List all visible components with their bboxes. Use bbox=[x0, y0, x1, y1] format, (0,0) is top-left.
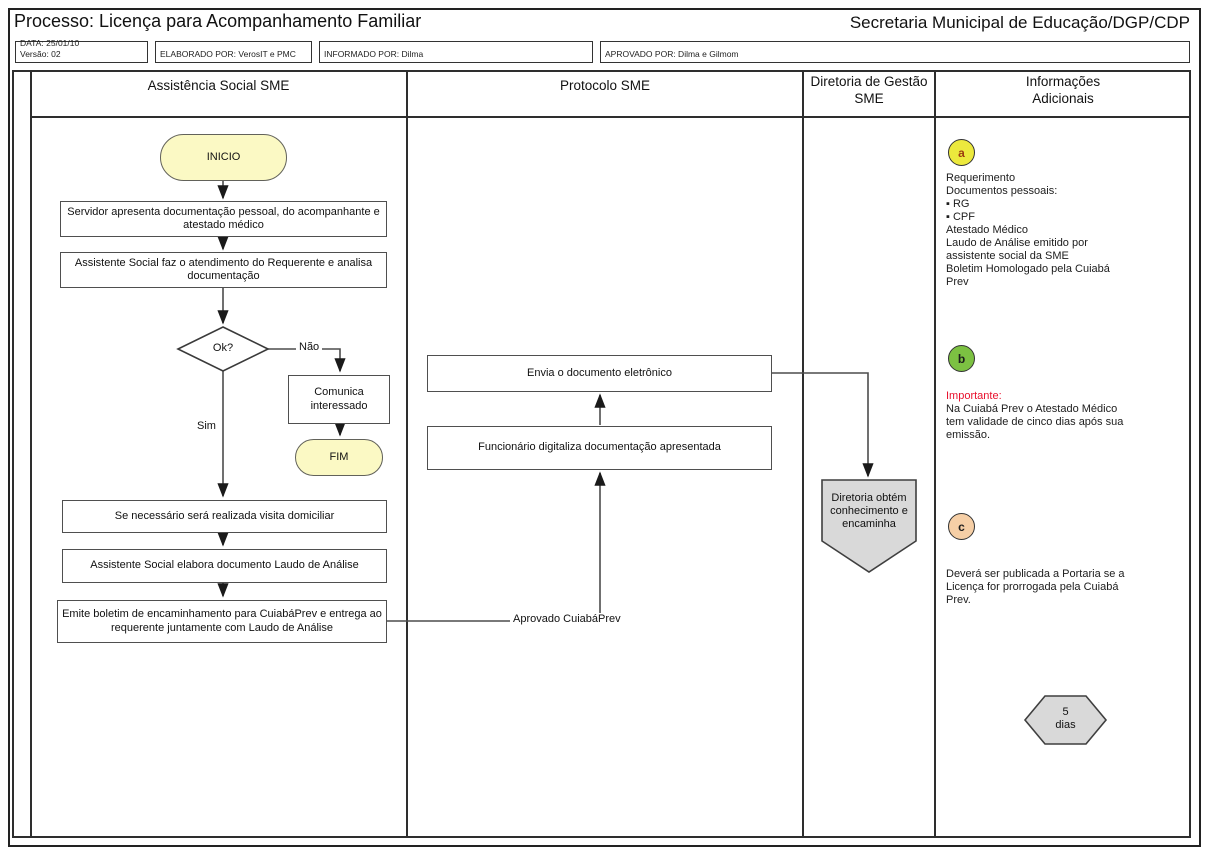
decision-label: Ok? bbox=[212, 342, 234, 354]
lane-divider-3 bbox=[934, 70, 936, 838]
step-comunica: Comunica interessado bbox=[288, 375, 390, 424]
end-node: FIM bbox=[295, 439, 383, 476]
meta-date: DATA: 25/01/10 bbox=[20, 38, 80, 48]
step-laudo: Assistente Social elabora documento Laud… bbox=[62, 549, 387, 583]
step-diretoria: Diretoria obtém conhecimento e encaminha bbox=[830, 492, 908, 530]
edge-label-aprovado: Aprovado CuiabáPrev bbox=[510, 613, 624, 625]
start-node: INICIO bbox=[160, 134, 287, 181]
prazo-hexagon-text: 5 dias bbox=[1055, 706, 1076, 731]
outer-frame bbox=[8, 8, 1201, 847]
lane-header-protocolo: Protocolo SME bbox=[559, 78, 651, 93]
annotation-b-title: Importante: bbox=[946, 390, 1002, 402]
meta-elaborated-box: ELABORADO POR: VerosIT e PMC bbox=[155, 41, 312, 63]
step-digitaliza: Funcionário digitaliza documentação apre… bbox=[427, 426, 772, 470]
step-visita: Se necessário será realizada visita domi… bbox=[62, 500, 387, 533]
annotation-b-text: Na Cuiabá Prev o Atestado Médico tem val… bbox=[946, 403, 1124, 441]
step-envia: Envia o documento eletrônico bbox=[427, 355, 772, 392]
annotation-c-text: Deverá ser publicada a Portaria se a Lic… bbox=[946, 568, 1125, 606]
org-title: Secretaria Municipal de Educação/DGP/CDP bbox=[849, 13, 1190, 32]
page-title: Processo: Licença para Acompanhamento Fa… bbox=[14, 11, 422, 31]
meta-date-version-box: DATA: 25/01/10 Versão: 02 bbox=[15, 38, 148, 63]
annotation-marker-a: a bbox=[948, 139, 975, 166]
annotation-marker-c: c bbox=[948, 513, 975, 540]
left-margin-strip bbox=[12, 70, 32, 838]
meta-version: Versão: 02 bbox=[20, 49, 61, 59]
lane-header-diretoria: Diretoria de Gestão SME bbox=[810, 74, 928, 106]
lane-divider-2 bbox=[802, 70, 804, 838]
step-atendimento: Assistente Social faz o atendimento do R… bbox=[60, 252, 387, 288]
annotation-a-text: Requerimento Documentos pessoais: ▪ RG ▪… bbox=[946, 172, 1110, 288]
meta-informed: INFORMADO POR: Dilma bbox=[324, 49, 424, 59]
step-documentacao: Servidor apresenta documentação pessoal,… bbox=[60, 201, 387, 237]
meta-elaborated: ELABORADO POR: VerosIT e PMC bbox=[160, 49, 296, 59]
swimlane-table bbox=[30, 70, 1191, 838]
step-boletim: Emite boletim de encaminhamento para Cui… bbox=[57, 600, 387, 643]
lane-header-informacoes: Informações Adicionais bbox=[1025, 74, 1101, 106]
edge-label-nao: Não bbox=[296, 341, 323, 353]
edge-label-sim: Sim bbox=[194, 420, 219, 432]
meta-approved-box: APROVADO POR: Dilma e Gilmom bbox=[600, 41, 1190, 63]
lane-header-divider bbox=[30, 116, 1191, 118]
lane-divider-1 bbox=[406, 70, 408, 838]
meta-approved: APROVADO POR: Dilma e Gilmom bbox=[605, 49, 739, 59]
lane-header-assistencia-social: Assistência Social SME bbox=[147, 78, 290, 93]
annotation-marker-b: b bbox=[948, 345, 975, 372]
meta-informed-box: INFORMADO POR: Dilma bbox=[319, 41, 593, 63]
